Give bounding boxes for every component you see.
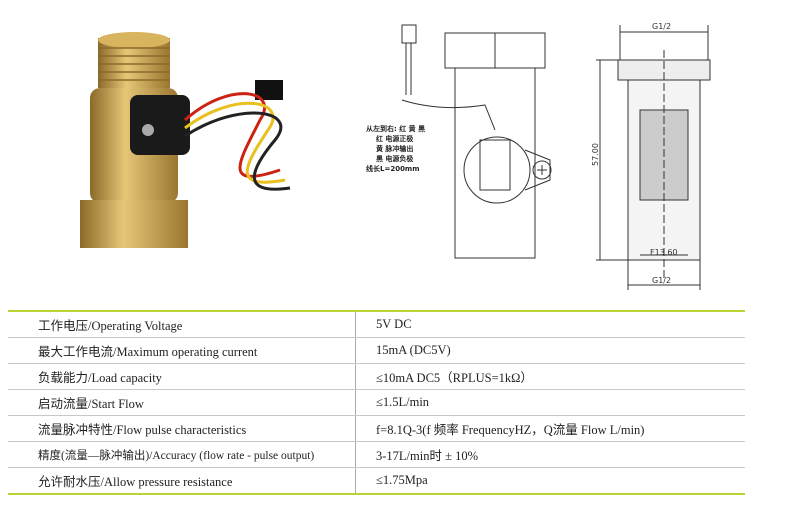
spec-label: 允许耐水压/Allow pressure resistance: [8, 467, 356, 494]
spec-value: 15mA (DC5V): [355, 337, 745, 364]
wire-black: 黑 电源负极: [376, 155, 414, 163]
spec-value: ≤10mA DC5（RPLUS=1kΩ）: [355, 363, 745, 390]
section-view-drawing: [596, 25, 711, 290]
dim-height: 57.00: [590, 143, 600, 166]
spec-label: 工作电压/Operating Voltage: [8, 311, 356, 338]
spec-label: 启动流量/Start Flow: [8, 389, 356, 416]
table-row: 启动流量/Start Flow≤1.5L/min: [8, 389, 745, 416]
side-view-drawing: [401, 24, 552, 259]
spec-label: 精度(流量—脉冲输出)/Accuracy (flow rate - pulse …: [8, 441, 356, 468]
spec-label: 最大工作电流/Maximum operating current: [8, 337, 356, 364]
table-row: 精度(流量—脉冲输出)/Accuracy (flow rate - pulse …: [8, 441, 745, 468]
spec-value: 3-17L/min时 ± 10%: [355, 441, 745, 468]
wire-yellow: 黄 脉冲输出: [376, 145, 414, 153]
spec-value: ≤1.5L/min: [355, 389, 745, 416]
flow-sensor-photo: [80, 32, 291, 248]
spec-value: ≤1.75Mpa: [376, 473, 428, 487]
spec-value: f=8.1Q-3(f 频率 FrequencyHZ，Q流量 Flow L/min…: [355, 415, 745, 442]
spec-value: 5V DC: [355, 311, 745, 338]
table-row: 允许耐水压/Allow pressure resistance ≤1.75Mpa: [8, 467, 745, 494]
wire-legend: 从左到右: 红 黄 黑 红 电源正极 黄 脉冲输出 黑 电源负极 线长L=200…: [366, 124, 425, 174]
dim-top-thread: G1/2: [652, 22, 672, 31]
spec-label: 负载能力/Load capacity: [8, 363, 356, 390]
spec-label: 流量脉冲特性/Flow pulse characteristics: [8, 415, 356, 442]
wire-length: 线长L=200mm: [366, 165, 420, 173]
table-row: 负载能力/Load capacity≤10mA DC5（RPLUS=1kΩ）: [8, 363, 745, 390]
dim-inner: F13.60: [650, 248, 678, 257]
wire-legend-title: 从左到右: 红 黄 黑: [366, 125, 426, 133]
dim-bottom-thread: G1/2: [652, 276, 672, 285]
wire-red: 红 电源正极: [376, 135, 414, 143]
